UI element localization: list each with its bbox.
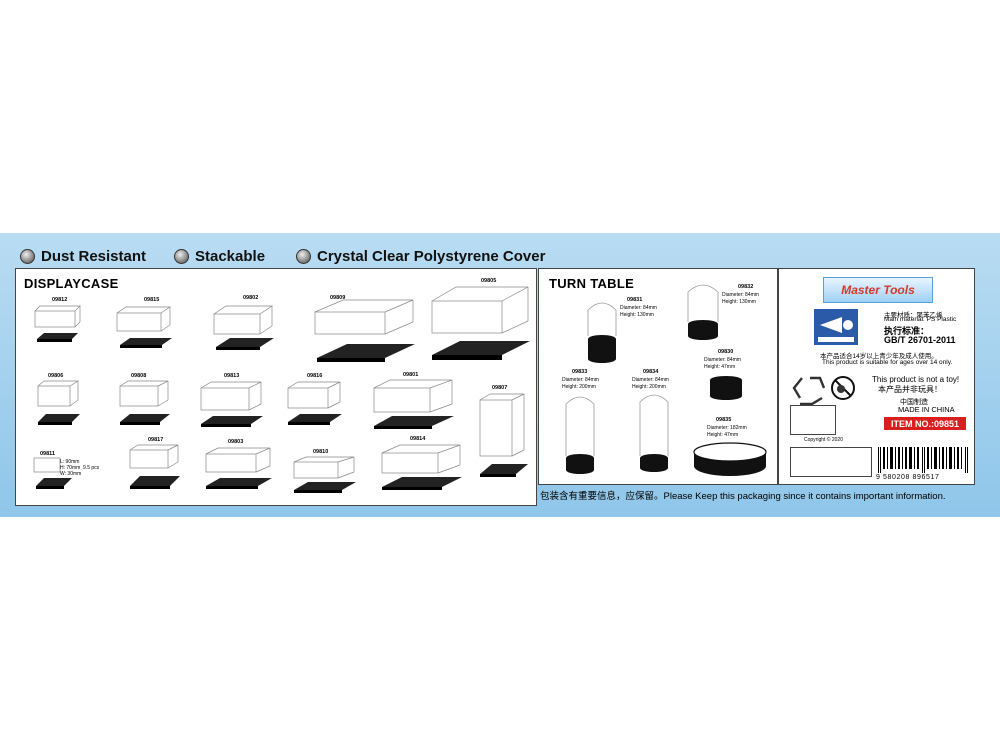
feature-label: Dust Resistant — [41, 248, 147, 265]
standard-cn: 执行标准： — [884, 326, 930, 336]
case-09816-drawing — [287, 381, 342, 425]
turntable-height: Height: 130mm — [722, 299, 756, 305]
case-code: 09806 — [48, 373, 64, 379]
turntable-code: 09834 — [643, 369, 659, 375]
bullet-icon — [174, 249, 189, 264]
turntable-height: Height: 47mm — [707, 432, 739, 438]
case-09811-drawing — [33, 457, 72, 489]
case-code: 09817 — [148, 437, 164, 443]
turntable-diameter: Diameter: 182mm — [707, 425, 747, 431]
case-code: 09816 — [307, 373, 323, 379]
material-cn: 主要材质：聚苯乙烯 — [884, 312, 943, 319]
case-09810-drawing — [293, 456, 356, 493]
item-number-badge: ITEM NO.:09851 — [884, 417, 966, 430]
case-09806-drawing — [37, 380, 80, 425]
case-09813-drawing — [200, 381, 263, 427]
turntable-height: Height: 130mm — [620, 312, 654, 318]
case-09801-drawing — [373, 379, 454, 429]
barcode-icon — [878, 447, 968, 473]
bullet-icon — [296, 249, 311, 264]
made-in-china: MADE IN CHINA — [898, 405, 955, 414]
case-09814-drawing — [381, 444, 462, 490]
case-09809-drawing — [314, 299, 415, 362]
brand-name: Master Tools — [841, 283, 915, 297]
case-09811-spec: L: 90mm H: 70mm 9.5 pcs W: 30mm — [60, 459, 100, 477]
not-toy-warning: This product is not a toy! — [872, 375, 960, 384]
case-code: 09809 — [330, 295, 346, 301]
not-toy-warning-cn: 本产品并非玩具！ — [878, 385, 942, 394]
turntable-diameter: Diameter: 84mm — [632, 377, 669, 383]
barcode-number: 9 580208 896517 — [876, 474, 940, 481]
turntable-09830-drawing — [710, 376, 742, 400]
packaging-note: 包装含有重要信息，应保留。Please Keep this packaging … — [540, 491, 946, 502]
dome-09833-drawing — [565, 396, 595, 474]
case-code: 09803 — [228, 439, 244, 445]
dome-09832-drawing — [687, 284, 719, 340]
bullet-icon — [20, 249, 35, 264]
turntable-title: TURN TABLE — [549, 276, 635, 291]
turntable-09835-drawing — [693, 442, 767, 476]
case-code: 09808 — [131, 373, 147, 379]
turntable-height: Height: 200mm — [562, 384, 596, 390]
age-warning-icon — [831, 376, 855, 400]
case-code: 09815 — [144, 297, 160, 303]
feature-crystal-clear: Crystal Clear Polystyrene Cover — [296, 248, 545, 265]
case-code: 09813 — [224, 373, 240, 379]
turntable-diameter: Diameter: 84mm — [704, 357, 741, 363]
turntable-code: 09833 — [572, 369, 588, 375]
case-09815-drawing — [116, 306, 172, 348]
dome-09834-drawing — [639, 394, 669, 472]
turntable-code: 09830 — [718, 349, 734, 355]
material-en: Main material: PS Plastic — [884, 316, 957, 323]
item-number: ITEM NO.:09851 — [890, 418, 960, 429]
manufacturer-address-block — [790, 447, 872, 477]
turntable-diameter: Diameter: 84mm — [620, 305, 657, 311]
case-09805-drawing — [431, 286, 530, 360]
made-in-cn: 中国制造 — [900, 399, 928, 406]
case-code: 09805 — [481, 278, 497, 284]
feature-label: Stackable — [195, 248, 266, 265]
case-code: 09807 — [492, 385, 508, 391]
copyright: Copyright © 2020 — [804, 437, 843, 443]
dome-09831-drawing — [587, 302, 617, 363]
turntable-diameter: Diameter: 84mm — [562, 377, 599, 383]
feature-stackable: Stackable — [174, 248, 265, 265]
case-code: 09811 — [40, 451, 55, 457]
turntable-diameter: Diameter: 84mm — [722, 292, 759, 298]
case-09817-drawing — [129, 444, 180, 489]
case-09803-drawing — [205, 447, 272, 489]
displaycase-title: DISPLAYCASE — [24, 276, 119, 291]
standard-number: GB/T 26701-2011 — [884, 335, 956, 345]
case-code: 09814 — [410, 436, 426, 442]
case-09808-drawing — [119, 380, 170, 425]
feature-label: Crystal Clear Polystyrene Cover — [317, 248, 546, 265]
turntable-code: 09831 — [627, 297, 643, 303]
turntable-code: 09832 — [738, 284, 754, 290]
trumpeter-logo-icon — [814, 309, 858, 345]
case-09802-drawing — [213, 305, 274, 350]
turntable-height: Height: 47mm — [704, 364, 736, 370]
case-code: 09810 — [313, 449, 329, 455]
displaycase-panel — [15, 268, 537, 506]
turntable-height: Height: 200mm — [632, 384, 666, 390]
turntable-code: 09835 — [716, 417, 732, 423]
master-tools-logo: Master Tools — [823, 277, 933, 303]
case-code: 09812 — [52, 297, 68, 303]
feature-dust-resistant: Dust Resistant — [20, 248, 146, 265]
case-09812-drawing — [34, 305, 81, 342]
case-09807-drawing — [479, 393, 528, 477]
case-code: 09801 — [403, 372, 419, 378]
manufacturer-stamp — [790, 405, 836, 435]
age-notice-cn: 本产品适合14岁以上青少年及成人使用。 — [820, 353, 938, 360]
age-notice-en: This product is suitable for ages over 1… — [822, 359, 953, 366]
case-code: 09802 — [243, 295, 259, 301]
recycle-icon — [792, 376, 826, 406]
